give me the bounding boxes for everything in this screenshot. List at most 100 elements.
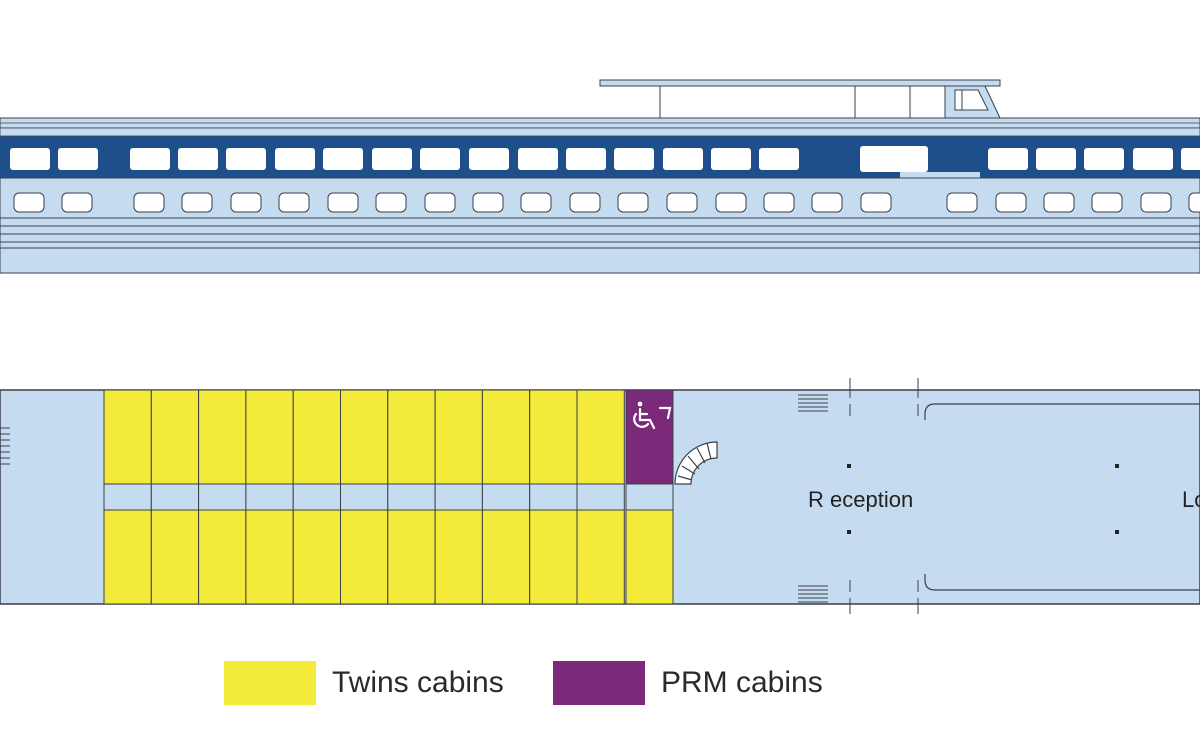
prm-cabin[interactable]	[625, 389, 674, 485]
legend-swatch-prm	[553, 661, 645, 705]
corridor-segment	[198, 483, 247, 511]
upper-window	[759, 148, 799, 170]
reception-label: R eception	[808, 487, 914, 512]
twin-cabin-bottom	[576, 509, 625, 605]
legend-item-prm: PRM cabins	[553, 660, 823, 706]
twin-cabin-top	[198, 389, 247, 485]
corridor-segment	[103, 483, 152, 511]
twin-cabin-bottom	[198, 509, 247, 605]
porthole	[617, 192, 649, 213]
porthole	[1188, 192, 1200, 213]
twin-cabin-bottom	[387, 509, 436, 605]
porthole	[13, 192, 45, 213]
corridor-segment	[529, 483, 578, 511]
lounge-label: Lo	[1182, 487, 1200, 512]
porthole	[181, 192, 213, 213]
stair-bottom	[798, 585, 828, 603]
twin-cabin-top	[292, 389, 342, 485]
upper-window	[130, 148, 170, 170]
upper-deck-light-strip	[0, 127, 1200, 137]
twin-cabin-top	[150, 389, 200, 485]
twin-cabin-top	[529, 389, 578, 485]
band-step	[900, 172, 980, 178]
porthole	[61, 192, 93, 213]
upper-deck-windows	[10, 146, 1200, 172]
stair-left	[0, 427, 10, 465]
twin-cabin-top	[481, 389, 531, 485]
pillar	[1115, 530, 1119, 534]
upper-window	[566, 148, 606, 170]
twin-cabin-bottom	[340, 509, 389, 605]
pillar	[847, 464, 851, 468]
corridor-segment	[387, 483, 436, 511]
twin-cabin-top	[103, 389, 152, 485]
porthole	[811, 192, 843, 213]
pillar	[847, 530, 851, 534]
ship-side-profile	[0, 79, 1200, 274]
corridor-segment	[434, 483, 483, 511]
porthole	[520, 192, 552, 213]
upper-window	[663, 148, 703, 170]
upper-window	[1181, 148, 1200, 170]
twin-cabin-bottom	[103, 509, 152, 605]
porthole	[666, 192, 698, 213]
porthole	[715, 192, 747, 213]
porthole	[763, 192, 795, 213]
deck-plan	[0, 378, 1200, 614]
upper-window	[372, 148, 412, 170]
stair-top	[798, 394, 828, 412]
twin-cabin-bottom	[481, 509, 531, 605]
corridor-segment	[481, 483, 531, 511]
twin-cabin-bottom	[150, 509, 200, 605]
twin-cabin-top	[434, 389, 483, 485]
twin-cabin-bottom	[245, 509, 294, 605]
upper-window	[1084, 148, 1124, 170]
upper-window	[10, 148, 50, 170]
porthole	[569, 192, 601, 213]
legend-swatch-twin	[224, 661, 316, 705]
legend-item-twin: Twins cabins	[224, 660, 504, 706]
porthole	[230, 192, 262, 213]
upper-window	[323, 148, 363, 170]
upper-window	[275, 148, 315, 170]
upper-window	[711, 148, 751, 170]
twin-cabin-bottom	[529, 509, 578, 605]
porthole	[1043, 192, 1075, 213]
corridor-segment	[292, 483, 342, 511]
upper-window	[988, 148, 1028, 170]
porthole	[424, 192, 456, 213]
spiral-staircase	[674, 441, 718, 485]
porthole	[1091, 192, 1123, 213]
porthole	[375, 192, 407, 213]
upper-window	[58, 148, 98, 170]
wheelhouse-window	[954, 89, 989, 111]
legend-label-prm: PRM cabins	[661, 666, 823, 699]
porthole	[133, 192, 165, 213]
upper-window	[469, 148, 509, 170]
porthole	[1140, 192, 1172, 213]
lounge-outline	[924, 403, 1200, 420]
pillar	[1115, 464, 1119, 468]
porthole	[278, 192, 310, 213]
porthole	[860, 192, 892, 213]
porthole	[472, 192, 504, 213]
upper-window	[226, 148, 266, 170]
upper-window	[1036, 148, 1076, 170]
corridor-segment	[150, 483, 200, 511]
corridor-segment	[245, 483, 294, 511]
corridor-segment	[625, 483, 674, 511]
legend-label-twin: Twins cabins	[332, 666, 504, 699]
upper-window	[614, 148, 654, 170]
twin-cabin-top	[387, 389, 436, 485]
lower-deck-portholes	[13, 192, 1200, 213]
corridor-segment	[576, 483, 625, 511]
sun-deck-canopy	[599, 79, 1001, 87]
door-marks	[849, 378, 919, 614]
lounge-outline	[924, 574, 1200, 591]
porthole	[327, 192, 359, 213]
upper-window	[518, 148, 558, 170]
cabin-block	[103, 389, 674, 605]
upper-window	[420, 148, 460, 170]
twin-cabin-bottom	[625, 509, 674, 605]
upper-window	[1133, 148, 1173, 170]
